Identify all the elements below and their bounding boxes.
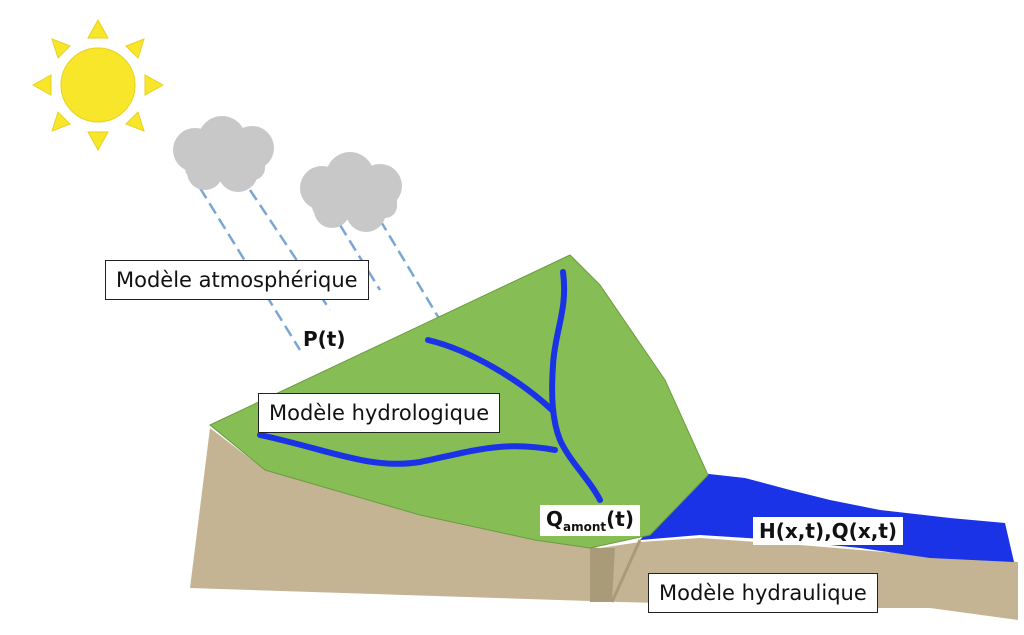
hydrological-model-label: Modèle hydrologique	[258, 393, 501, 433]
cloud-icon	[173, 116, 274, 192]
upstream-flow-subscript: amont	[563, 520, 607, 534]
hydraulic-model-label: Modèle hydraulique	[648, 573, 878, 613]
precipitation-label: P(t)	[303, 327, 346, 351]
river-state-label: H(x,t),Q(x,t)	[753, 517, 904, 545]
upstream-flow-label: Qamont(t)	[540, 505, 640, 536]
ground-divider	[610, 539, 642, 603]
river-network	[257, 269, 603, 503]
upstream-flow-suffix: (t)	[606, 507, 634, 531]
sun-icon	[31, 18, 165, 152]
soil-shadow	[590, 548, 615, 602]
upstream-flow-symbol: Q	[546, 507, 564, 531]
cloud-icon	[300, 152, 402, 232]
soil-block	[190, 428, 1018, 620]
atmospheric-model-label: Modèle atmosphérique	[105, 260, 369, 300]
